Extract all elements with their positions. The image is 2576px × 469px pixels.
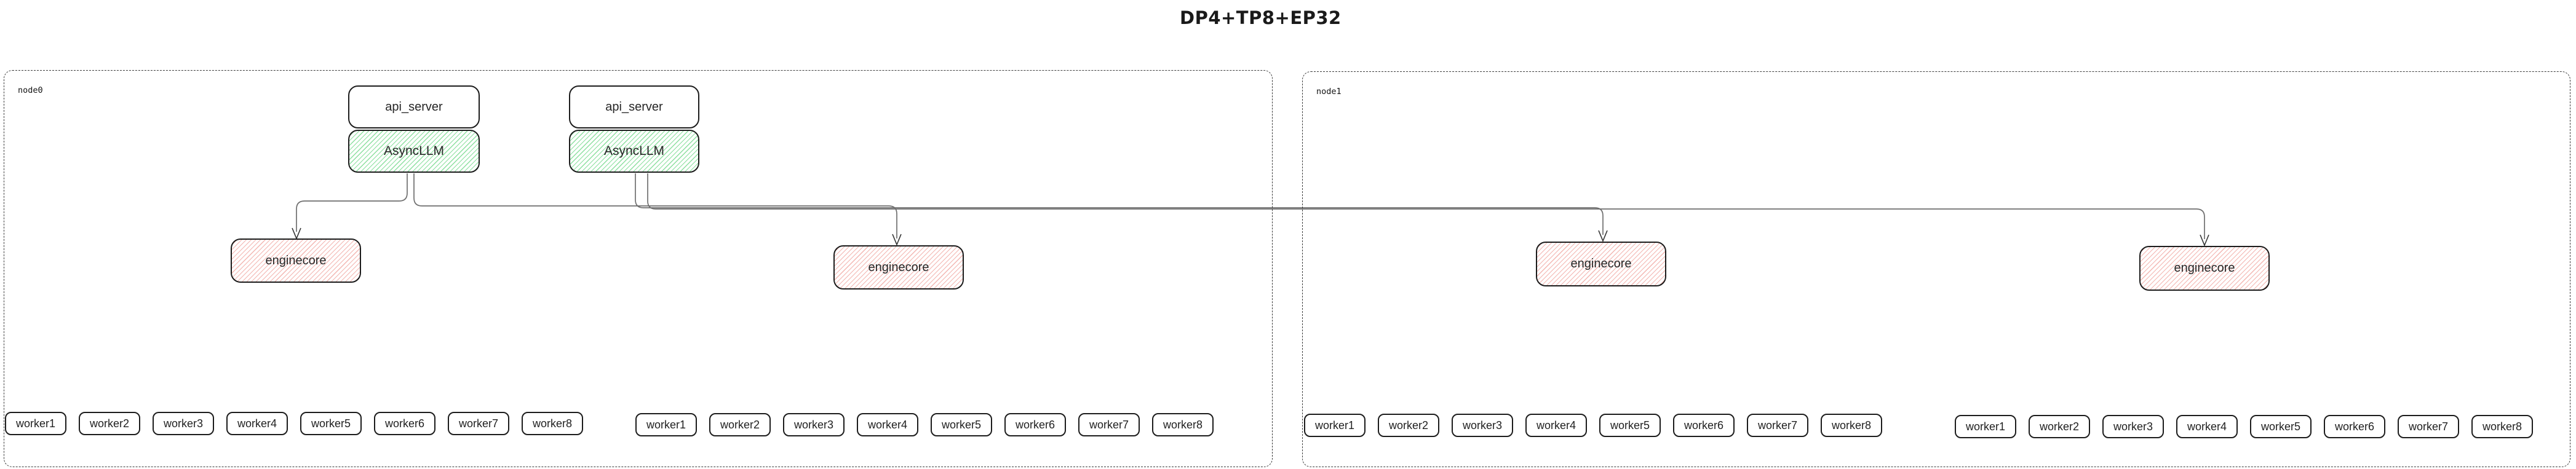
worker-box: worker6 (2324, 415, 2385, 438)
enginecore-box: enginecore (833, 245, 964, 290)
worker-box: worker6 (1673, 414, 1735, 437)
worker-box: worker4 (857, 413, 918, 436)
worker-row: worker1 worker2 worker3 worker4 worker5 worke… (1304, 414, 1882, 437)
cluster-node1-label: node1 (1316, 87, 1342, 97)
worker-box: worker8 (2471, 415, 2533, 438)
worker-box: worker3 (153, 412, 214, 435)
worker-box: worker8 (522, 412, 583, 435)
cluster-node1: node1 (1302, 71, 2570, 467)
worker-box: worker3 (2102, 415, 2164, 438)
api-server-box: api_server (569, 85, 699, 128)
worker-box: worker1 (5, 412, 66, 435)
diagram-title: DP4+TP8+EP32 (1180, 7, 1342, 28)
worker-box: worker2 (79, 412, 140, 435)
worker-box: worker1 (1955, 415, 2016, 438)
worker-row: worker1 worker2 worker3 worker4 worker5 worke… (635, 413, 1214, 436)
cluster-node0: node0 (4, 70, 1273, 467)
worker-box: worker2 (2029, 415, 2090, 438)
worker-box: worker8 (1821, 414, 1882, 437)
asyncllm-box: AsyncLLM (348, 130, 480, 173)
worker-box: worker1 (1304, 414, 1366, 437)
cluster-node0-label: node0 (18, 85, 43, 95)
worker-box: worker7 (1078, 413, 1140, 436)
asyncllm-box: AsyncLLM (569, 130, 699, 173)
worker-box: worker4 (226, 412, 288, 435)
worker-box: worker4 (1525, 414, 1587, 437)
worker-box: worker3 (783, 413, 845, 436)
worker-box: worker6 (1004, 413, 1066, 436)
worker-box: worker7 (2398, 415, 2459, 438)
worker-box: worker3 (1452, 414, 1513, 437)
enginecore-box: enginecore (1536, 242, 1666, 286)
worker-box: worker5 (1599, 414, 1661, 437)
worker-row: worker1 worker2 worker3 worker4 worker5 worke… (1955, 415, 2533, 438)
worker-box: worker1 (635, 413, 697, 436)
worker-box: worker2 (709, 413, 771, 436)
worker-box: worker5 (2250, 415, 2312, 438)
enginecore-box: enginecore (231, 238, 361, 283)
worker-box: worker8 (1152, 413, 1214, 436)
worker-box: worker2 (1378, 414, 1439, 437)
api-server-box: api_server (348, 85, 480, 128)
worker-box: worker6 (374, 412, 435, 435)
worker-row: worker1 worker2 worker3 worker4 worker5 worke… (5, 412, 583, 435)
worker-box: worker7 (1747, 414, 1808, 437)
worker-box: worker7 (448, 412, 509, 435)
worker-box: worker5 (931, 413, 992, 436)
enginecore-box: enginecore (2139, 246, 2270, 291)
worker-box: worker4 (2176, 415, 2238, 438)
worker-box: worker5 (300, 412, 362, 435)
